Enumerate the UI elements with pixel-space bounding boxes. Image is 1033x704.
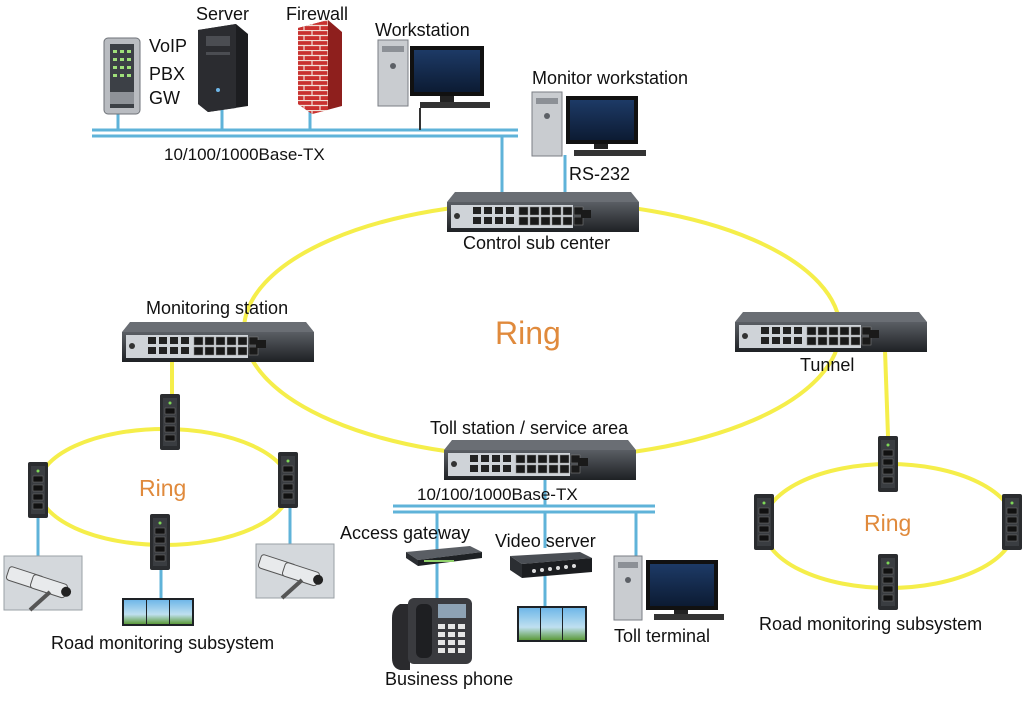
road-monitoring-left-label: Road monitoring subsystem xyxy=(51,633,275,653)
cctv-camera-icon xyxy=(255,543,335,600)
monitoring-station-label: Monitoring station xyxy=(146,298,289,318)
voip-label: VoIP xyxy=(149,36,188,56)
subsystem-links xyxy=(170,349,890,437)
rs232-label: RS-232 xyxy=(569,164,631,184)
din-rail-switch-icon xyxy=(754,494,774,550)
video-server-label: Video server xyxy=(495,531,596,551)
server-label: Server xyxy=(196,4,250,24)
video-server-icon xyxy=(510,552,592,578)
monitor-workstation-icon xyxy=(531,91,646,157)
din-rail-switch-icon xyxy=(160,394,180,450)
camera-links xyxy=(36,504,292,598)
din-rail-switch-icon xyxy=(28,462,48,518)
din-rail-switch-icon xyxy=(1002,494,1022,550)
monitoring-station-switch xyxy=(122,322,314,362)
din-rail-switch-icon xyxy=(878,436,898,492)
din-rail-switch-icon xyxy=(878,554,898,610)
monitor-workstation-label: Monitor workstation xyxy=(532,68,689,88)
toll-station-label: Toll station / service area xyxy=(430,418,629,438)
tunnel-switch xyxy=(735,312,927,352)
firewall-brick-icon xyxy=(298,20,342,114)
firewall-label: Firewall xyxy=(286,4,349,24)
din-rail-switch-icon xyxy=(150,514,170,570)
server-tower-icon xyxy=(198,24,248,112)
access-gateway-icon xyxy=(406,546,482,566)
voip-pbx-gateway-icon xyxy=(103,37,141,115)
business-phone-label: Business phone xyxy=(385,669,514,689)
control-sub-center-label: Control sub center xyxy=(463,233,611,253)
road-monitoring-right-label: Road monitoring subsystem xyxy=(759,614,983,634)
toll-station-switch xyxy=(444,440,636,480)
workstation-label: Workstation xyxy=(375,20,470,40)
toll-terminal-label: Toll terminal xyxy=(614,626,711,646)
video-wall-icon xyxy=(517,606,587,642)
right-ring-label: Ring xyxy=(864,510,912,536)
bottom-lan-bus xyxy=(393,480,655,606)
workstation-icon xyxy=(377,39,490,108)
toll-terminal-icon xyxy=(613,555,724,621)
left-ring-label: Ring xyxy=(139,475,187,501)
top-lan-label: 10/100/1000Base-TX xyxy=(164,145,325,164)
cctv-camera-icon xyxy=(3,555,83,612)
control-sub-center-switch xyxy=(447,192,639,232)
pbx-label: PBX xyxy=(149,64,186,84)
desk-phone-icon xyxy=(392,598,472,670)
din-rail-switch-icon xyxy=(278,452,298,508)
tunnel-label: Tunnel xyxy=(800,355,855,375)
top-lan-bus xyxy=(92,108,567,192)
bottom-lan-label: 10/100/1000Base-TX xyxy=(417,485,578,504)
main-ring-label: Ring xyxy=(495,315,561,351)
access-gateway-label: Access gateway xyxy=(340,523,471,543)
video-wall-icon xyxy=(122,598,194,626)
gw-label: GW xyxy=(149,88,180,108)
